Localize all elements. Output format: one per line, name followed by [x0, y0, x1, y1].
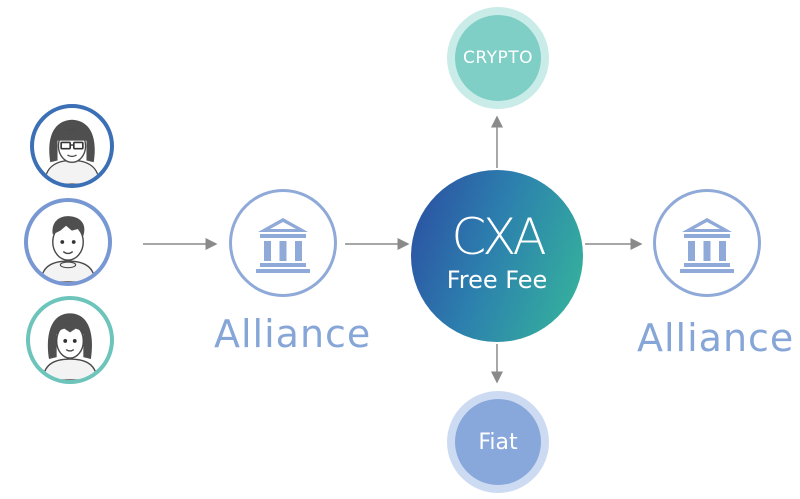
alliance-left-circle: [229, 189, 337, 297]
woman-glasses-avatar-icon: [44, 119, 100, 184]
bank-icon: [680, 218, 734, 273]
bank-icon: [256, 218, 310, 273]
fiat-circle: Fiat: [447, 391, 549, 493]
user-avatar-3: [26, 296, 114, 384]
fiat-label: Fiat: [478, 429, 518, 455]
alliance-right-label: Alliance: [637, 316, 795, 360]
user-avatar-2: [24, 198, 112, 286]
hub-subtitle: Free Fee: [446, 266, 548, 294]
user-avatar-1: [30, 104, 114, 188]
woman-avatar-icon: [42, 313, 98, 380]
alliance-left-label: Alliance: [214, 312, 372, 356]
cxa-hub: CXA Free Fee: [411, 170, 583, 342]
man-avatar-icon: [40, 216, 96, 282]
alliance-right-circle: [653, 189, 761, 297]
cxa-logo: CXA: [451, 208, 546, 266]
crypto-circle: CRYPTO: [447, 7, 549, 109]
crypto-label: CRYPTO: [463, 48, 533, 68]
